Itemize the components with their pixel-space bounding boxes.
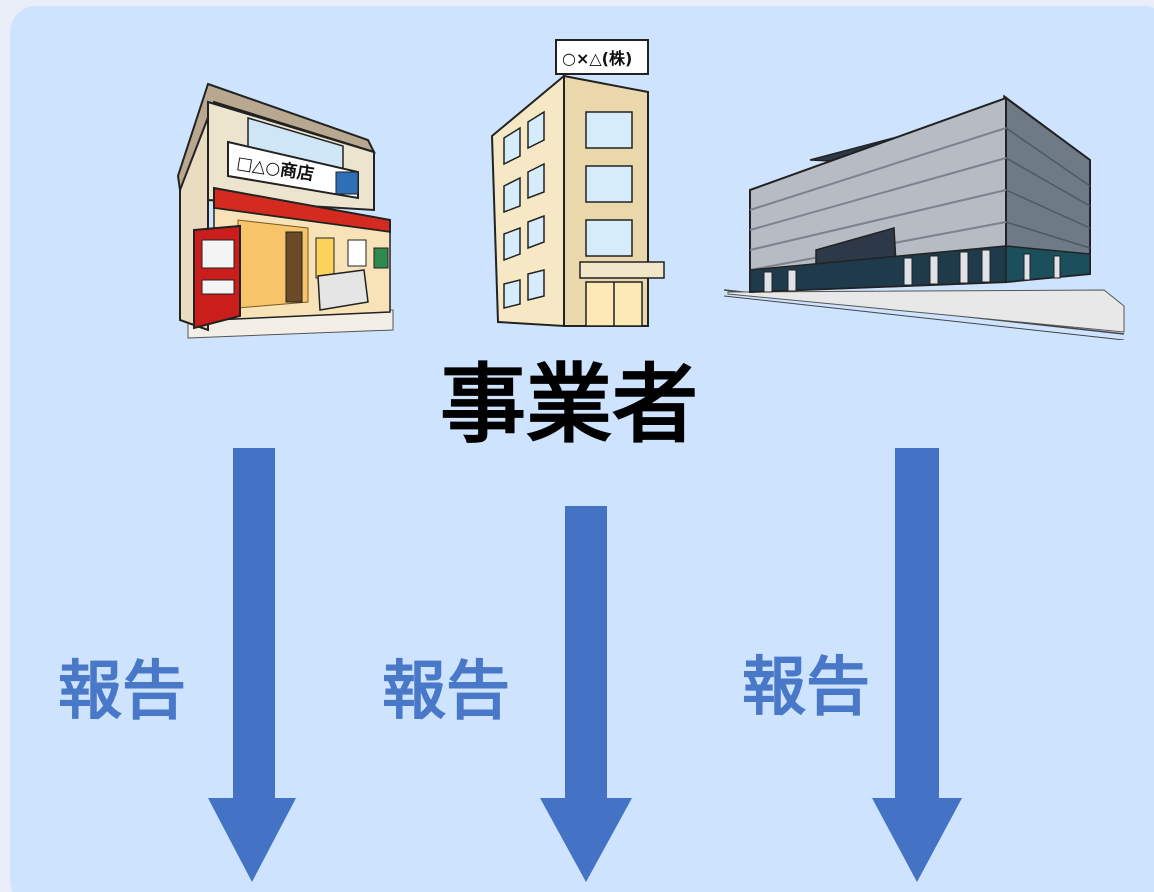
report-arrow-right [872, 448, 962, 882]
diagram-title: 事業者 [440, 355, 698, 455]
mall-building-illustration [724, 94, 1125, 340]
office-building-illustration: ○×△(株) [490, 39, 665, 328]
report-arrow-left [208, 448, 296, 882]
report-arrow-center [540, 506, 632, 882]
report-label-right: 報告 [742, 651, 870, 725]
report-label-center: 報告 [382, 655, 510, 729]
report-label-left: 報告 [58, 655, 186, 729]
office-sign-text: ○×△(株) [562, 49, 632, 68]
shop-building-illustration: □△○商店 [176, 82, 394, 339]
